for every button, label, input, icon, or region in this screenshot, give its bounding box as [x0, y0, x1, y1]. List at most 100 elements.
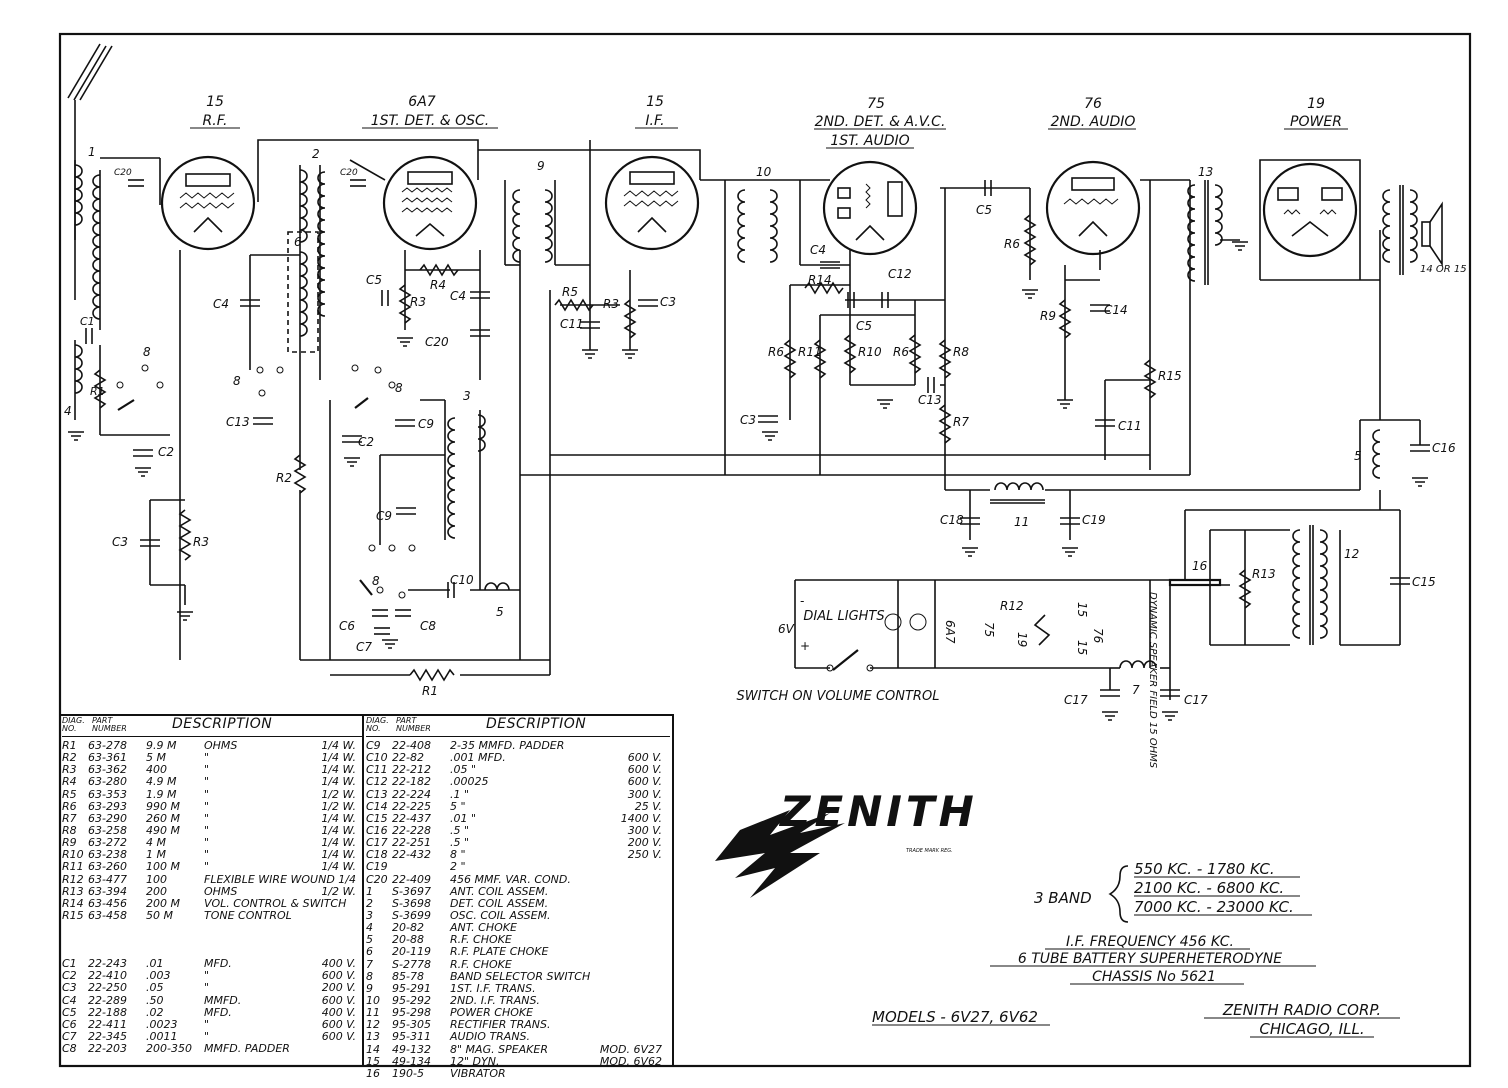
label-r11: R11 — [798, 345, 822, 359]
diag-no: C14 — [366, 799, 388, 813]
header-description-right: DESCRIPTION — [486, 716, 587, 732]
part-number: 49-134 — [392, 1054, 431, 1068]
label-c12: C12 — [888, 267, 912, 281]
label-c13-a: C13 — [226, 415, 250, 429]
description: 990 M" — [146, 799, 360, 813]
diag-no: C16 — [366, 823, 388, 837]
part-number: 190-5 — [392, 1066, 424, 1080]
rating: 25 V. — [634, 799, 662, 813]
description: 1ST. I.F. TRANS. — [450, 981, 536, 995]
label-8-b: 8 — [233, 374, 241, 388]
unit: MMFD. PADDER — [204, 1042, 290, 1056]
value: 100 — [146, 872, 167, 886]
part-number: 95-311 — [392, 1030, 431, 1044]
part-number: 22-224 — [392, 787, 431, 801]
diag-no: R14 — [62, 896, 84, 910]
description: R.F. CHOKE — [450, 933, 512, 947]
diag-no: R15 — [62, 908, 84, 922]
wiring — [74, 139, 1421, 700]
diag-no: R7 — [62, 811, 77, 825]
diag-no: C15 — [366, 811, 388, 825]
rating: 400 V. — [321, 957, 356, 971]
value: .05 — [146, 981, 164, 995]
value: 990 M — [146, 799, 180, 813]
value: 200 — [146, 884, 167, 898]
value: 200 M — [146, 896, 180, 910]
description: 1.9 M" — [146, 787, 360, 801]
label-c15: C15 — [1412, 575, 1436, 589]
unit: " — [204, 836, 210, 850]
coils — [74, 164, 1418, 669]
description: .5 " — [450, 836, 470, 850]
part-number: 63-293 — [88, 799, 127, 813]
unit: " — [204, 1029, 210, 1043]
part-number: 22-212 — [392, 763, 431, 777]
rating: 1/4 — [338, 872, 356, 886]
tube-type-if: 15 — [646, 94, 664, 110]
value: .0023 — [146, 1017, 178, 1031]
label-c5-c: C5 — [976, 203, 992, 217]
rating: 1/4 W. — [321, 751, 356, 765]
part-number: 63-290 — [88, 811, 127, 825]
header-diag-right: DIAG. NO. — [366, 716, 389, 733]
header-part-right: PART NUMBER — [396, 716, 431, 733]
diag-no: R6 — [62, 799, 77, 813]
value: .0011 — [146, 1029, 178, 1043]
label-4: 4 — [64, 404, 72, 418]
label-7: 7 — [1132, 683, 1140, 697]
rating: 1/4 W. — [321, 836, 356, 850]
diag-no: C1 — [62, 957, 77, 971]
trademark: TRADE MARK REG. — [906, 848, 953, 854]
unit: MMFD. — [204, 993, 242, 1007]
rating: 1/2 W. — [321, 884, 356, 898]
parts-header-right: DIAG. NO. PART NUMBER DESCRIPTION — [366, 716, 670, 737]
diag-no: 5 — [366, 933, 373, 947]
part-number: 63-456 — [88, 896, 127, 910]
diag-no: R4 — [62, 775, 77, 789]
description: DET. COIL ASSEM. — [450, 896, 549, 910]
label-2: 2 — [312, 147, 320, 161]
label-r3-a: R3 — [193, 535, 209, 549]
unit: TONE CONTROL — [204, 908, 292, 922]
part-number: 20-88 — [392, 933, 424, 947]
heater-15-a: 15 — [1075, 602, 1089, 617]
description: 260 M" — [146, 812, 360, 825]
diag-no: R2 — [62, 751, 77, 765]
band-range-2: 2100 KC. - 6800 KC. — [1134, 879, 1284, 897]
part-number: 22-411 — [88, 1017, 127, 1031]
diag-no: 9 — [366, 981, 373, 995]
tube-func-det-osc: 1ST. DET. & OSC. — [371, 113, 490, 129]
description: .05 " — [450, 763, 477, 777]
part-number: 22-409 — [392, 872, 431, 886]
tube-type-power: 19 — [1307, 96, 1325, 112]
diag-no: 11 — [366, 1006, 380, 1020]
label-c4-a: C4 — [213, 297, 229, 311]
unit: " — [204, 860, 210, 874]
diag-no: R3 — [62, 763, 77, 777]
description: 490 M" — [146, 824, 360, 837]
value: 9.9 M — [146, 739, 177, 752]
value: 1.9 M — [146, 787, 177, 801]
